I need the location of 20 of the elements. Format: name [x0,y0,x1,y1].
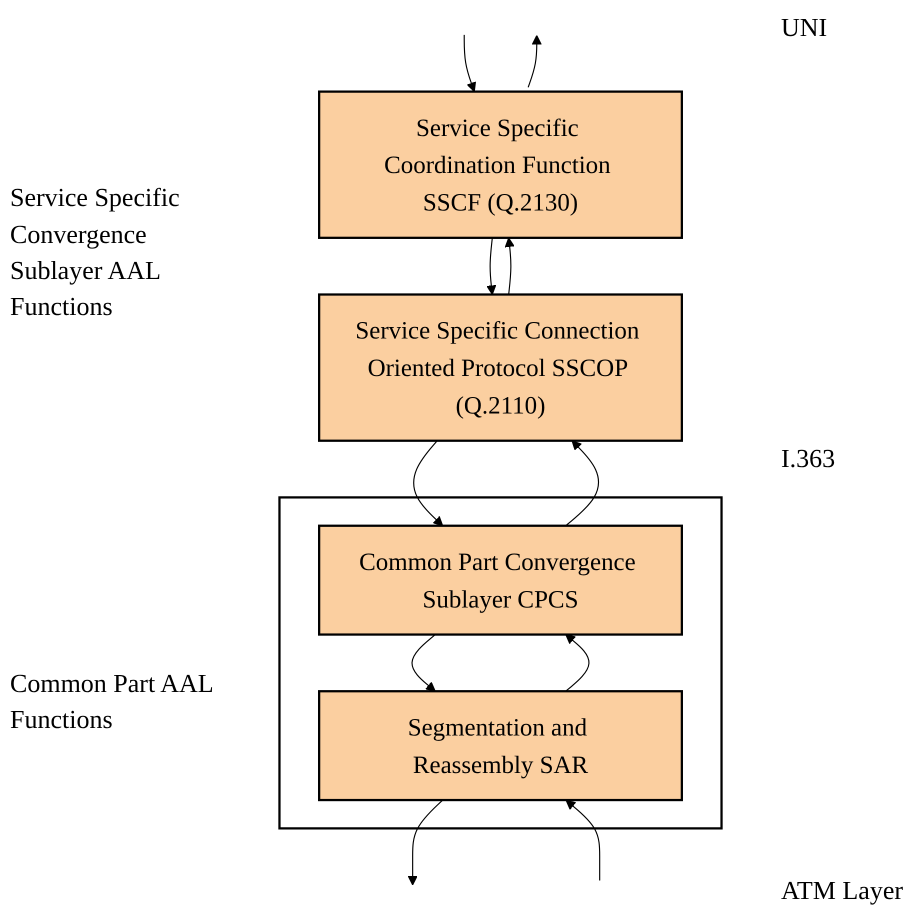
node-box: Service Specific Connection Oriented Protocol SSCOP (Q.2110) [318,292,683,442]
arrow [565,634,590,692]
arrow [566,799,600,880]
arrow [412,634,436,692]
node-box: Common Part Convergence Sublayer CPCS [318,524,683,636]
arrow [504,236,515,294]
node-box: Segmentation and Reassembly SAR [318,690,683,801]
node-box: Service Specific Coordination Function SSCF (Q.2130) [318,90,683,238]
side-label: ATM Layer [781,874,904,907]
arrow [486,237,496,294]
arrow [528,34,542,88]
side-label: UNI [781,12,828,44]
side-label: I.363 [781,443,836,476]
arrow [464,34,476,92]
side-label: Service Specific Convergence Sublayer AAL Functions [10,182,181,324]
arrow [413,440,444,526]
side-label: Common Part AAL Functions [10,668,214,736]
cluster [278,496,723,830]
arrow [408,799,444,886]
arrow [565,440,600,526]
